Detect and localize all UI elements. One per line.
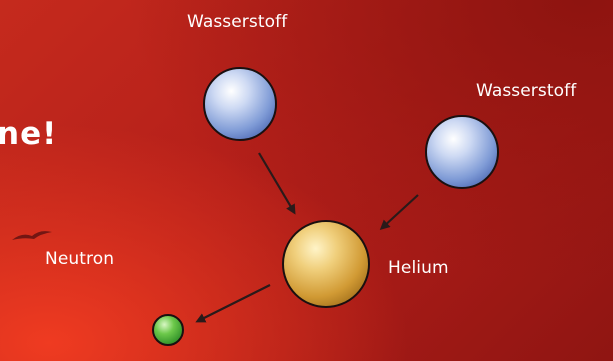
neutron-sphere — [152, 314, 184, 346]
helium-sphere — [282, 220, 370, 308]
label-hydrogen-1: Wasserstoff — [187, 12, 288, 32]
arrow-helium-to-neutron — [195, 284, 271, 323]
label-neutron: Neutron — [45, 249, 115, 269]
hydrogen-sphere-2 — [425, 115, 499, 189]
label-hydrogen-2: Wasserstoff — [476, 81, 577, 101]
hydrogen-sphere-1 — [203, 67, 277, 141]
arrow-hydrogen1-to-helium — [258, 152, 296, 215]
label-helium: Helium — [388, 258, 449, 278]
headline-text: ne! — [0, 116, 58, 152]
bird-icon — [12, 231, 52, 240]
arrow-hydrogen2-to-helium — [379, 194, 419, 231]
